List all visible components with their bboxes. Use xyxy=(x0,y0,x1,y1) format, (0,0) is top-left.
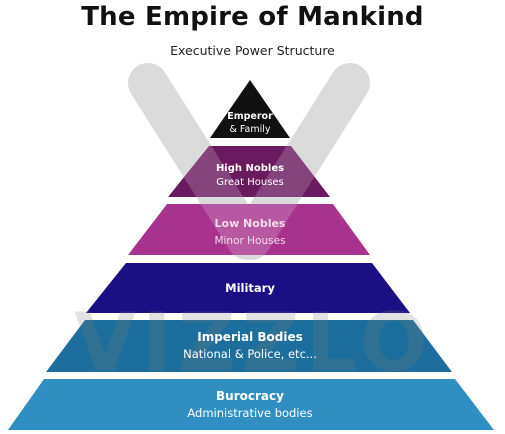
tier-military xyxy=(86,263,410,313)
watermark-text: VIZZLO xyxy=(74,296,434,389)
tier-low-nobles-label: Low Nobles xyxy=(215,217,286,230)
tier-emperor-label: Emperor xyxy=(227,111,273,122)
page-title: The Empire of Mankind xyxy=(81,2,424,32)
tier-low-nobles-sublabel: Minor Houses xyxy=(214,235,285,247)
tier-imperial-bodies-label: Imperial Bodies xyxy=(197,330,303,344)
tier-imperial-bodies-sublabel: National & Police, etc... xyxy=(183,347,317,361)
tier-burocracy-label: Burocracy xyxy=(216,389,284,403)
tier-emperor-sublabel: & Family xyxy=(230,124,271,135)
watermark-overlay xyxy=(128,63,370,260)
tier-high-nobles xyxy=(168,146,330,197)
tier-burocracy xyxy=(8,379,494,430)
tier-high-nobles-sublabel: Great Houses xyxy=(216,177,284,188)
tier-high-nobles-label: High Nobles xyxy=(216,163,284,174)
tier-military-label: Military xyxy=(225,281,275,295)
page-subtitle: Executive Power Structure xyxy=(170,43,335,58)
tier-emperor xyxy=(210,80,290,138)
tier-imperial-bodies xyxy=(46,320,452,372)
tier-burocracy-sublabel: Administrative bodies xyxy=(187,406,312,420)
tier-low-nobles xyxy=(128,204,370,255)
